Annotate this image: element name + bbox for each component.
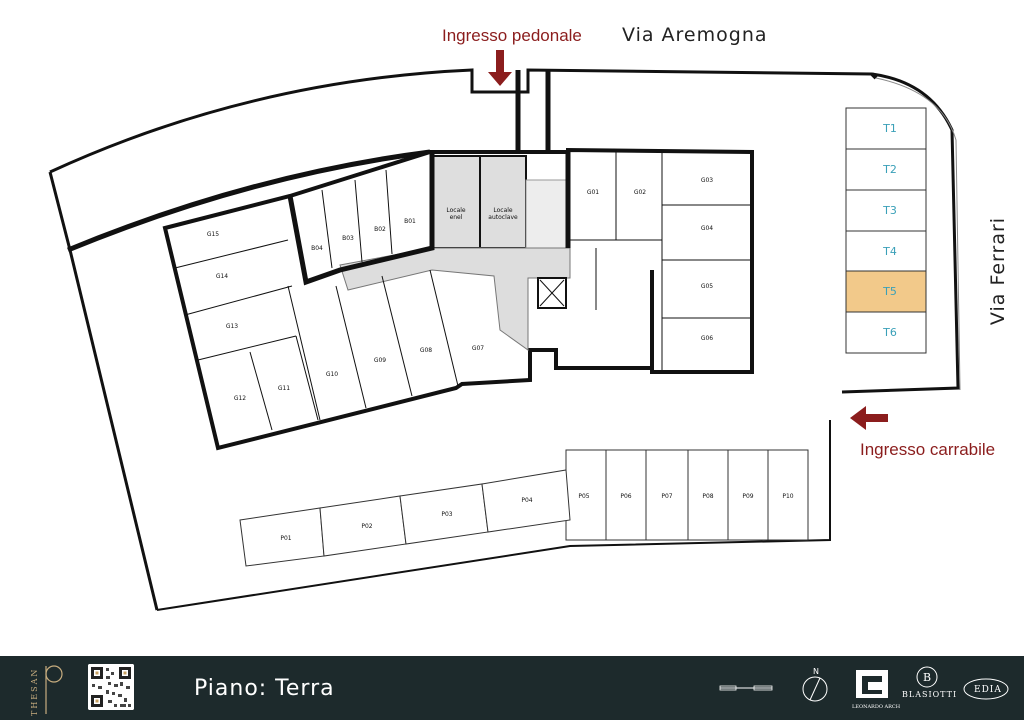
label-g05: G05 [701,283,713,290]
label-g13: G13 [226,323,238,330]
label-t4: T4 [882,245,897,258]
north-arrow-icon: N [802,667,828,702]
entrance-label-vehicle: Ingresso carrabile [860,440,996,459]
label-g01: G01 [587,189,599,196]
svg-text:N: N [813,667,819,676]
street-label-east: Via Ferrari [987,216,1009,326]
label-t6: T6 [882,326,897,339]
label-t1: T1 [882,122,897,135]
parking-open [239,469,571,567]
label-p08: P08 [702,493,713,500]
logo-edia: EDIA [974,685,1002,695]
street-label-north: Via Aremogna [622,24,768,46]
label-p09: P09 [742,493,753,500]
label-g14: G14 [216,273,228,280]
brand-logo-icon [45,665,63,714]
svg-text:B: B [923,671,931,684]
label-g10: G10 [326,371,338,378]
inner-wall-east [870,72,878,80]
site-boundary [49,68,960,394]
terrace-t1 [845,107,927,150]
label-locale-enel-2: enel [450,214,463,221]
blasiotti-logo-icon: B [916,666,938,688]
label-g02: G02 [634,189,646,196]
label-g11: G11 [278,385,290,392]
edia-logo-oval-icon [963,678,1009,700]
label-locale-autoclave-2: autoclave [488,214,518,221]
label-p05: P05 [578,493,589,500]
label-p04: P04 [521,497,532,504]
terrace-t5-highlight[interactable] [845,270,927,313]
corridor-area [339,247,571,351]
site-boundary-south [156,420,831,611]
label-b01: B01 [404,218,416,225]
terrace-t3 [845,189,927,232]
label-b02: B02 [374,226,386,233]
locale-enel-area [431,155,481,249]
floor-title: Piano: Terra [194,676,335,701]
inner-wall-north [67,149,431,253]
label-locale-autoclave-1: Locale [493,207,513,214]
footer-bar: Piano: Terra [0,656,1024,720]
terrace-t4 [845,230,927,272]
label-g03: G03 [701,177,713,184]
label-p10: P10 [782,493,793,500]
arrow-left-icon [850,406,888,430]
garage-walls [174,152,752,431]
street-edge-east [875,77,961,391]
entrance-label-pedestrian: Ingresso pedonale [442,26,582,45]
terrace-t6 [845,311,927,354]
leonardo-arch-logo-icon [856,670,888,698]
label-g12: G12 [234,395,246,402]
terrace-t2 [845,148,927,191]
label-g06: G06 [701,335,713,342]
label-p06: P06 [620,493,631,500]
arrow-down-icon [488,50,512,86]
label-g08: G08 [420,347,432,354]
thick-wall-b [287,152,435,286]
brand-name: THESAN [30,667,39,716]
label-b04: B04 [311,245,323,252]
logo-leonardo: LEONARDO ARCH [852,704,901,710]
parking-covered [565,449,809,541]
logo-blasiotti: BLASIOTTI [902,690,958,699]
scale-bar-icon [719,685,773,691]
label-b03: B03 [342,235,354,242]
label-p07: P07 [661,493,672,500]
label-t2: T2 [882,163,897,176]
label-g04: G04 [701,225,713,232]
label-g09: G09 [374,357,386,364]
label-locale-enel-1: Locale [446,207,466,214]
label-g15: G15 [207,231,219,238]
label-p02: P02 [361,523,372,530]
elevator-x2 [539,279,565,307]
label-p03: P03 [441,511,452,518]
floor-plan: Locale enel Locale autoclave G01 G02 G03… [48,50,961,611]
label-t3: T3 [882,204,897,217]
label-g07: G07 [472,345,484,352]
terraces [845,107,927,354]
qr-code-icon[interactable] [88,664,134,710]
label-p01: P01 [280,535,291,542]
locale-autoclave-area [479,155,527,249]
label-t5: T5 [882,285,897,298]
